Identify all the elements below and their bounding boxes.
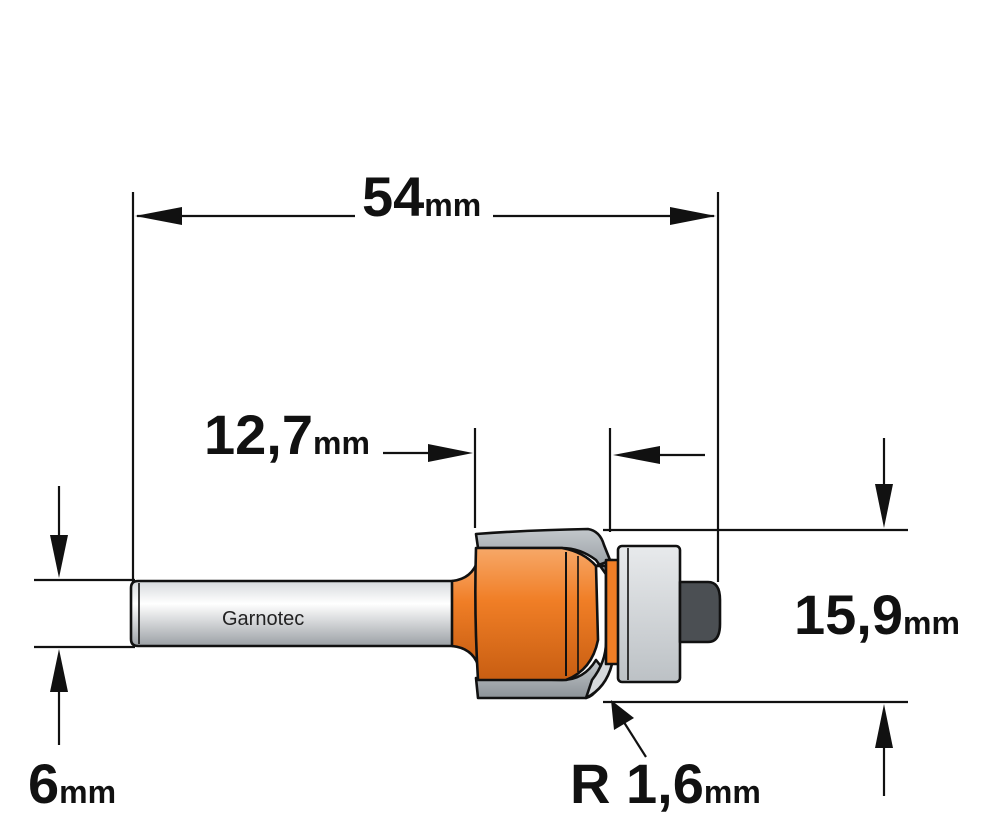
- dim-radius-value: R 1,6: [570, 752, 704, 815]
- dimension-lines: [57, 214, 886, 796]
- dim-overall-length-unit: mm: [424, 187, 481, 223]
- arrow-cutting-length: [428, 444, 473, 462]
- shank-neck: [450, 558, 480, 667]
- cutter-body: [474, 546, 600, 682]
- shank: [129, 579, 457, 648]
- arrow-shank-top: [50, 535, 68, 578]
- arrow-diameter-top: [875, 484, 893, 528]
- arrow-diameter-bottom: [875, 704, 893, 748]
- arrow-cutting-end: [613, 446, 660, 464]
- dim-cutting-length-label: 12,7mm: [204, 403, 370, 466]
- dim-shank-diameter-value: 6: [28, 752, 59, 815]
- dim-cutting-length-value: 12,7: [204, 403, 313, 466]
- dim-cutting-diameter-value: 15,9: [794, 583, 903, 646]
- dim-overall-length-label: 54mm: [362, 165, 481, 228]
- dim-radius-label: R 1,6mm: [570, 752, 761, 815]
- extension-lines: [34, 192, 908, 704]
- dim-cutting-diameter-label: 15,9mm: [794, 583, 960, 646]
- dim-radius-unit: mm: [704, 774, 761, 810]
- dim-shank-diameter-unit: mm: [59, 774, 116, 810]
- shank-brand-label: Garnotec: [222, 608, 304, 630]
- dim-cutting-length-unit: mm: [313, 425, 370, 461]
- arrow-overall-right: [670, 207, 716, 225]
- arrow-overall-left: [135, 207, 182, 225]
- router-bit: [129, 527, 722, 700]
- dim-shank-diameter-label: 6mm: [28, 752, 116, 815]
- arrow-shank-bottom: [50, 649, 68, 692]
- arrowheads: [50, 207, 893, 748]
- bearing-screw: [678, 580, 722, 644]
- dim-cutting-diameter-unit: mm: [903, 605, 960, 641]
- dim-overall-length-value: 54: [362, 165, 424, 228]
- arrow-radius: [611, 700, 634, 730]
- carbide-blade: [474, 527, 612, 582]
